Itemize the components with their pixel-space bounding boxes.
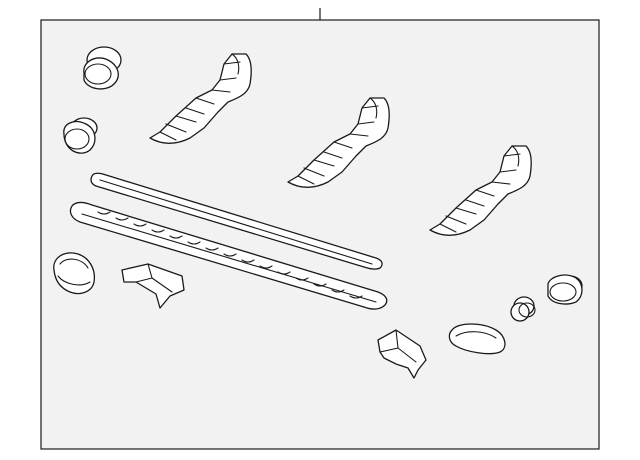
end-cap-rear [448,323,506,355]
end-cap-front-left [53,252,96,295]
plug-small [510,296,536,322]
end-cap-upper [83,46,122,90]
end-cap-far-right [547,274,583,305]
bracket-middle [287,97,390,188]
step-pad-strip [90,172,383,270]
clip-bracket-left [121,263,185,309]
end-cap-lower [63,117,98,154]
running-board [69,201,388,310]
clip-bracket-right [377,329,427,379]
bracket-left [149,53,252,144]
bracket-right [429,145,532,236]
